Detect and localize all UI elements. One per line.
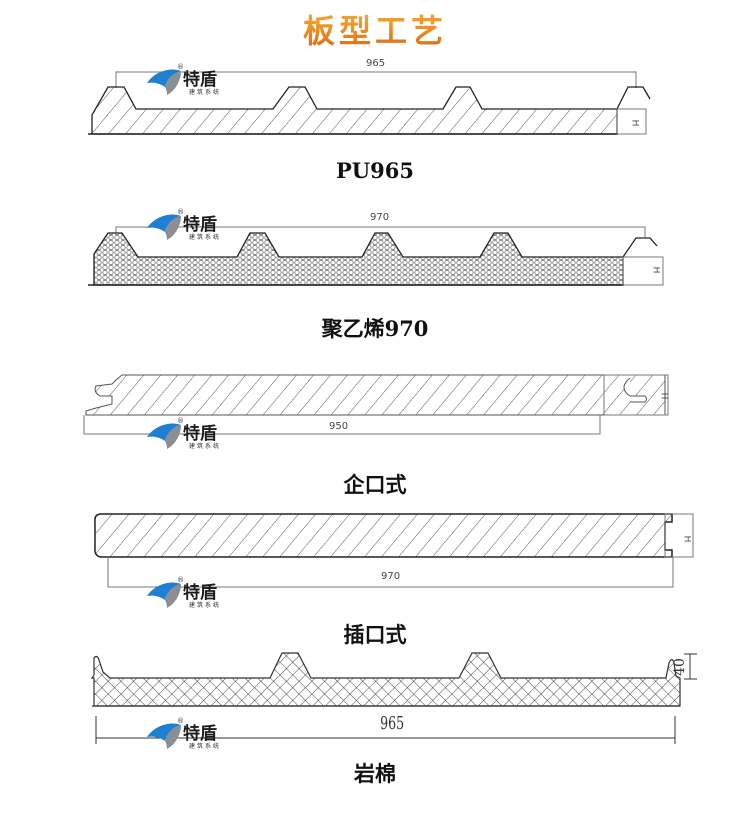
- panel-caption-pe970: 聚乙烯970: [321, 316, 429, 341]
- logo-subtitle-text: 建筑系统: [189, 234, 222, 241]
- panel-diagram-pu965: 965 H ® 特盾 建筑系统: [0, 55, 750, 145]
- panel-caption-rockwool: 岩棉: [354, 761, 396, 786]
- page-title: 板型工艺: [0, 6, 750, 52]
- panel-diagram-tongue-groove: 950 H ® 特盾 建筑系统: [0, 365, 750, 450]
- height-dimension-label: H: [650, 266, 661, 274]
- logo-swoosh-icon: [147, 69, 181, 95]
- width-dimension-label: 970: [381, 571, 401, 582]
- brand-logo: ® 特盾 建筑系统: [145, 63, 235, 103]
- logo-swoosh-icon: [147, 214, 181, 240]
- logo-brand-text: 特盾: [183, 70, 217, 90]
- logo-subtitle-text: 建筑系统: [189, 89, 222, 96]
- pe970-profile-drawing: [88, 226, 664, 286]
- width-dimension-label: 970: [370, 212, 390, 223]
- brand-logo: ® 特盾 建筑系统: [145, 208, 235, 248]
- logo-brand-text: 特盾: [183, 215, 217, 235]
- height-dimension-label: H: [658, 392, 669, 400]
- width-dimension-label: 965: [366, 58, 386, 69]
- width-dimension-label: 950: [329, 421, 349, 432]
- panel-caption-pu965: PU965: [336, 158, 414, 183]
- brand-logo: ® 特盾 建筑系统: [145, 717, 235, 757]
- width-dimension-label: 965: [380, 713, 405, 734]
- logo-subtitle-text: 建筑系统: [189, 602, 222, 609]
- panel-diagram-pe970: 970 H ® 特盾 建筑系统: [0, 205, 750, 300]
- logo-subtitle-text: 建筑系统: [189, 743, 222, 750]
- logo-subtitle-text: 建筑系统: [189, 443, 222, 450]
- logo-swoosh-icon: [147, 582, 181, 608]
- brand-logo: ® 特盾 建筑系统: [145, 576, 235, 616]
- logo-swoosh-icon: [147, 423, 181, 449]
- logo-brand-text: 特盾: [183, 583, 217, 603]
- height-dimension-label: 40: [671, 658, 688, 676]
- panel-diagram-rockwool: 40 965 ® 特盾 建筑系统: [0, 645, 750, 750]
- socket-profile-drawing: [94, 513, 694, 588]
- height-dimension-label: H: [681, 535, 692, 543]
- logo-swoosh-icon: [147, 723, 181, 749]
- logo-brand-text: 特盾: [183, 724, 217, 744]
- logo-brand-text: 特盾: [183, 424, 217, 444]
- brand-logo: ® 特盾 建筑系统: [145, 417, 235, 457]
- height-dimension-label: H: [629, 119, 640, 127]
- tongue-groove-profile-drawing: [83, 374, 669, 435]
- panel-caption-tongue-groove: 企口式: [343, 472, 407, 497]
- panel-caption-socket: 插口式: [343, 622, 407, 647]
- pu965-profile-drawing: [88, 71, 651, 135]
- panel-diagram-socket: H ® 特盾 建筑系统: [0, 505, 750, 610]
- rockwool-profile-drawing: [90, 652, 697, 744]
